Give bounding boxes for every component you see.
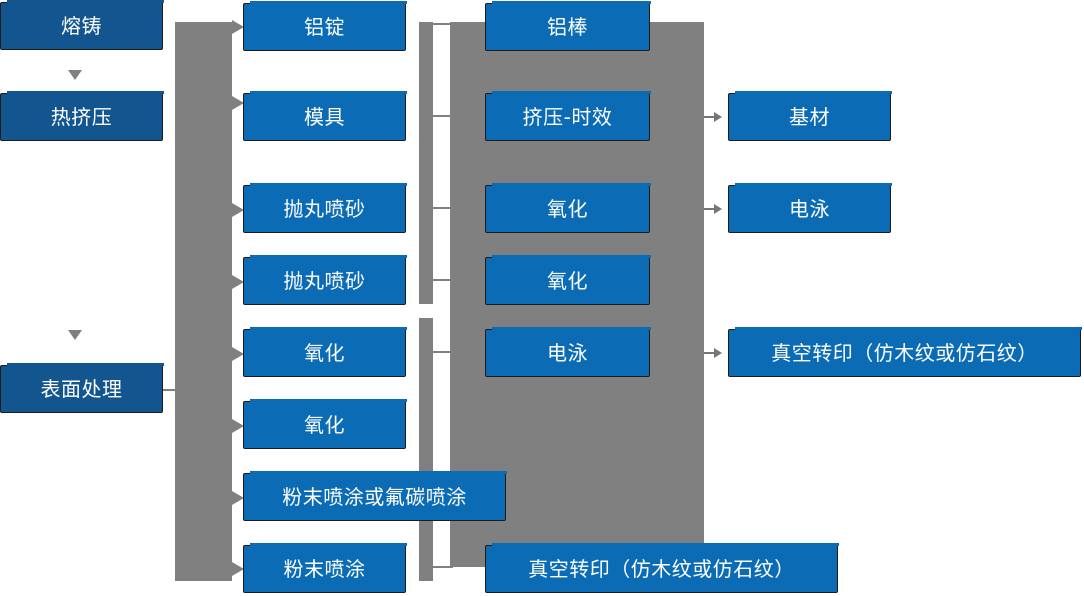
- tick-line-6: [433, 566, 453, 568]
- arrow-head-icon: [714, 112, 722, 122]
- input-box-aluminium-ingot[interactable]: 铝锭: [243, 1, 407, 51]
- input-label: 粉末喷涂或氟碳喷涂: [282, 484, 467, 509]
- process-box-aluminium-bar[interactable]: 铝棒: [485, 1, 651, 51]
- input-box-oxidation-1[interactable]: 氧化: [243, 327, 407, 377]
- connector-surface-treat-stub: [163, 389, 183, 391]
- arrow-head-icon: [714, 204, 722, 214]
- arrow-stem: [704, 208, 714, 210]
- output-box-electrophoresis[interactable]: 电泳: [728, 183, 892, 233]
- process-label: 挤压-时效: [522, 104, 613, 129]
- output-box-vacuum-transfer-printing[interactable]: 真空转印（仿木纹或仿石纹）: [728, 327, 1082, 377]
- arrow-to-output-electrophoresis: [704, 204, 722, 214]
- tick-line-2: [433, 115, 453, 117]
- process-label: 铝棒: [547, 14, 588, 39]
- arrow-to-input-8: [232, 562, 244, 576]
- input-label: 抛丸喷砂: [283, 196, 366, 221]
- process-box-electrophoresis[interactable]: 电泳: [485, 327, 651, 377]
- arrow-to-input-4: [232, 275, 244, 289]
- output-label: 真空转印（仿木纹或仿石纹）: [771, 340, 1038, 365]
- connector-stage-down-arrow: [68, 70, 82, 80]
- process-label: 真空转印（仿木纹或仿石纹）: [528, 556, 795, 581]
- input-box-shot-blasting-1[interactable]: 抛丸喷砂: [243, 183, 407, 233]
- stage-label: 熔铸: [61, 13, 102, 38]
- input-box-oxidation-2[interactable]: 氧化: [243, 399, 407, 449]
- tick-line-3: [433, 207, 453, 209]
- input-box-mould[interactable]: 模具: [243, 91, 407, 141]
- input-box-powder-coating[interactable]: 粉末喷涂: [243, 543, 407, 593]
- arrow-to-output-basematerial: [704, 112, 722, 122]
- connector-mid-bar-upper: [419, 22, 433, 304]
- connector-stage-trunk-lower: [175, 362, 232, 581]
- output-label: 电泳: [789, 196, 830, 221]
- input-label: 抛丸喷砂: [283, 268, 366, 293]
- arrow-head-icon: [714, 348, 722, 358]
- stage-label: 热挤压: [50, 104, 113, 129]
- input-label: 铝锭: [304, 14, 345, 39]
- input-label: 粉末喷涂: [283, 556, 366, 581]
- arrow-to-input-7: [232, 491, 244, 505]
- connector-mid-bar-lower: [419, 318, 433, 581]
- arrow-to-input-3: [232, 203, 244, 217]
- stage-box-hot-extrusion[interactable]: 热挤压: [0, 91, 164, 141]
- process-label: 氧化: [547, 196, 588, 221]
- process-box-extrusion-aging[interactable]: 挤压-时效: [485, 91, 651, 141]
- process-box-vacuum-transfer-printing[interactable]: 真空转印（仿木纹或仿石纹）: [485, 543, 839, 593]
- arrow-stem: [704, 352, 714, 354]
- arrow-to-output-vacuum-transfer: [704, 348, 722, 358]
- arrow-to-input-5: [232, 347, 244, 361]
- arrow-to-input-1: [232, 20, 244, 34]
- input-box-shot-blasting-2[interactable]: 抛丸喷砂: [243, 255, 407, 305]
- output-box-base-material[interactable]: 基材: [728, 91, 892, 141]
- input-label: 模具: [304, 104, 345, 129]
- arrow-stem: [704, 116, 714, 118]
- tick-line-5: [433, 351, 453, 353]
- tick-line-1: [433, 23, 453, 25]
- process-box-oxidation-2[interactable]: 氧化: [485, 255, 651, 305]
- arrow-to-input-2: [232, 96, 244, 110]
- stage-label: 表面处理: [40, 376, 123, 401]
- stage-box-melting[interactable]: 熔铸: [0, 0, 164, 50]
- process-label: 氧化: [547, 268, 588, 293]
- input-label: 氧化: [304, 412, 345, 437]
- stage-box-surface-treatment[interactable]: 表面处理: [0, 363, 164, 413]
- process-box-oxidation-1[interactable]: 氧化: [485, 183, 651, 233]
- process-label: 电泳: [547, 340, 588, 365]
- output-label: 基材: [789, 104, 830, 129]
- arrow-to-input-6: [232, 419, 244, 433]
- tick-line-4: [433, 279, 453, 281]
- connector-stage-down-arrow-2: [68, 330, 82, 340]
- input-box-powder-or-fluorocarbon-coating[interactable]: 粉末喷涂或氟碳喷涂: [243, 471, 507, 521]
- input-label: 氧化: [304, 340, 345, 365]
